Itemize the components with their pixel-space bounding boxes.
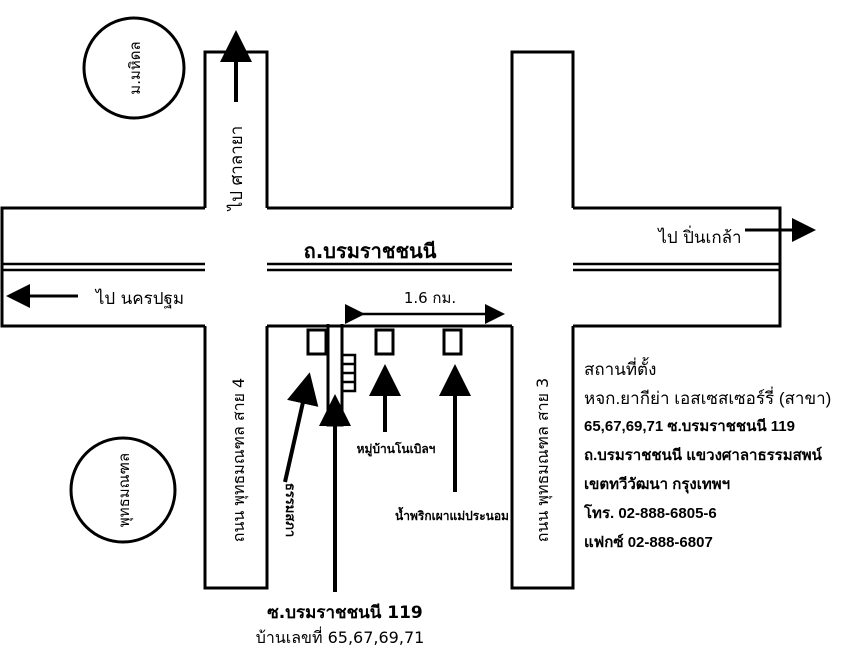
- phone: โทร. 02-888-6805-6: [584, 505, 717, 522]
- main-road: [0, 206, 782, 328]
- to-pinklao-label: ไป ปิ่นเกล้า: [656, 225, 741, 248]
- right-road-label: ถนน พุทธมณฑล สาย 3: [533, 378, 553, 542]
- distance-label: 1.6 กม.: [404, 289, 456, 307]
- address-heading: สถานที่ตั้ง: [584, 360, 657, 379]
- right-road: [510, 50, 575, 590]
- building-noble: [374, 328, 395, 356]
- phutthamonthon-label: พุทธมณฑล: [115, 453, 134, 527]
- address-line-3: เขตทวีวัฒนา กรุงเทพฯ: [584, 476, 731, 493]
- mahidol-circle: [82, 16, 186, 120]
- noble-village-label: หมู่บ้านโนเบิลฯ: [357, 441, 436, 457]
- arrow-thammasapha: [283, 372, 319, 483]
- chili-paste-label: น้ำพริกเผาแม่ประนอม: [395, 506, 509, 523]
- house-numbers: บ้านเลขที่ 65,67,69,71: [256, 626, 425, 647]
- thammasapha-label: ธรรมสภา: [282, 483, 297, 537]
- phutthamonthon-circle: [69, 436, 177, 544]
- left-road-label: ถนน พุทธมณฑล สาย 4: [229, 378, 249, 542]
- mahidol-label: ม.มหิดล: [126, 41, 144, 94]
- main-road-label: ถ.บรมราชชนนี: [304, 239, 437, 263]
- building-thammasapha: [306, 328, 328, 356]
- soi-name: ซ.บรมราชชนนี 119: [267, 602, 423, 623]
- address-block: สถานที่ตั้ง หจก.ยากีย่า เอสเซสเซอร์รี่ (…: [584, 356, 831, 559]
- address-line-1: 65,67,69,71 ซ.บรมราชชนนี 119: [584, 418, 795, 435]
- to-nakhonpathom-label: ไป นครปฐม: [94, 288, 184, 309]
- company-name: หจก.ยากีย่า เอสเซสเซอร์รี่ (สาขา): [584, 389, 832, 408]
- building-chili: [442, 328, 463, 356]
- to-salaya-label: ไป ศาลายา: [226, 126, 247, 213]
- address-line-2: ถ.บรมราชชนนี แขวงศาลาธรรมสพน์: [584, 447, 822, 464]
- fax: แฟกซ์ 02-888-6807: [584, 534, 713, 551]
